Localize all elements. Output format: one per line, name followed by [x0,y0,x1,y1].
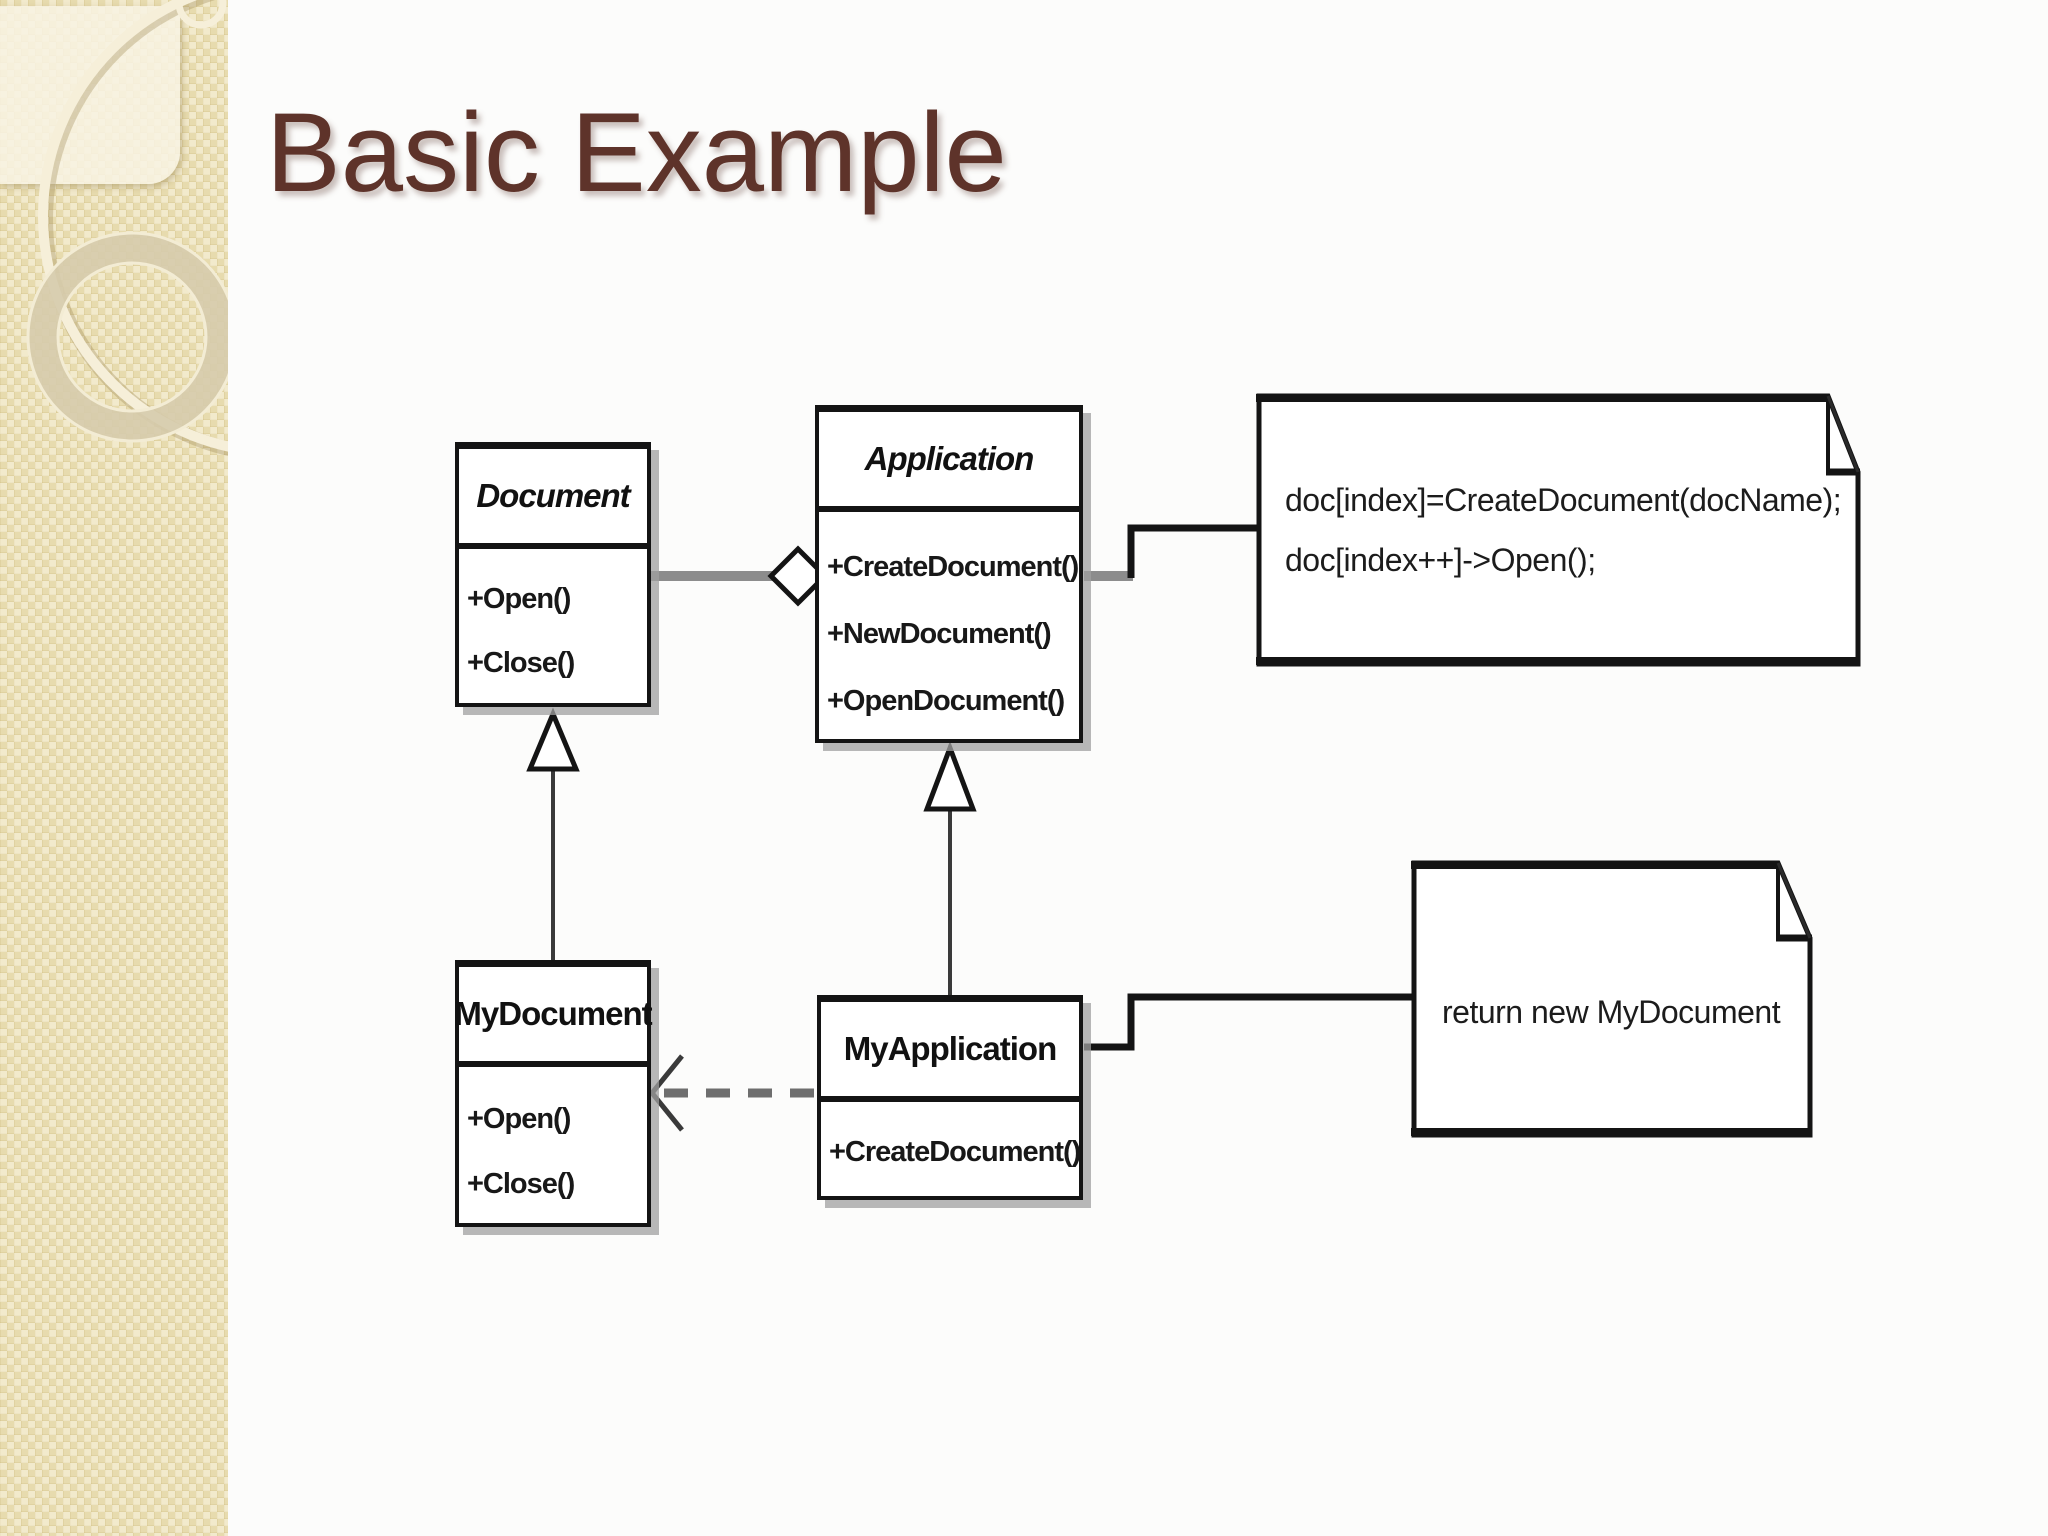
note-connector-2 [1084,993,1412,1051]
class-member: +Open() [467,583,571,615]
class-member: +OpenDocument() [827,685,1065,717]
aggregation-connector [649,545,829,607]
class-name: Application [819,412,1079,512]
class-member: +NewDocument() [827,618,1052,650]
sidebar-decoration [0,0,228,1536]
class-member: +Close() [467,647,575,679]
dependency-connector [648,1054,818,1132]
class-member: +CreateDocument() [829,1136,1081,1168]
class-member: +Open() [467,1103,571,1135]
inheritance-triangle-icon [526,707,580,772]
class-box-document: Document +Open() +Close() [455,442,651,707]
class-box-application: Application +CreateDocument() +NewDocume… [815,405,1083,743]
page-title: Basic Example [266,90,1007,215]
sidebar-highlight-panel [0,6,180,184]
note-fold-icon [1826,395,1860,476]
note-text: return new MyDocument [1442,994,1781,1030]
circle-ornament-icon [26,0,228,456]
generalization-connector-document [526,707,580,962]
note-connector-1 [1084,524,1258,581]
note-fold-icon [1776,862,1812,942]
inheritance-triangle-icon [923,740,977,812]
class-member: +Close() [467,1168,575,1200]
generalization-connector-application [923,740,977,997]
class-name: MyApplication [821,1002,1079,1102]
code-note-2: return new MyDocument [1410,859,1818,1141]
code-note-1: doc[index]=CreateDocument(docName); doc[… [1255,392,1867,670]
class-box-myapplication: MyApplication +CreateDocument() [817,995,1083,1200]
note-shape [1256,393,1861,667]
note-shape [1411,860,1813,1138]
class-members: +CreateDocument() +NewDocument() +OpenDo… [819,512,1079,735]
class-name: MyDocument [454,967,653,1067]
dependency-arrowhead-icon [648,1054,684,1132]
class-members: +Open() +Close() [459,549,647,695]
class-members: +CreateDocument() [821,1102,1081,1184]
class-name: Document [459,449,647,549]
class-box-mydocument: MyDocument +Open() +Close() [454,960,653,1227]
class-member: +CreateDocument() [827,551,1079,583]
class-members: +Open() +Close() [459,1067,647,1217]
note-text: doc[index]=CreateDocument(docName); doc[… [1285,482,1842,578]
